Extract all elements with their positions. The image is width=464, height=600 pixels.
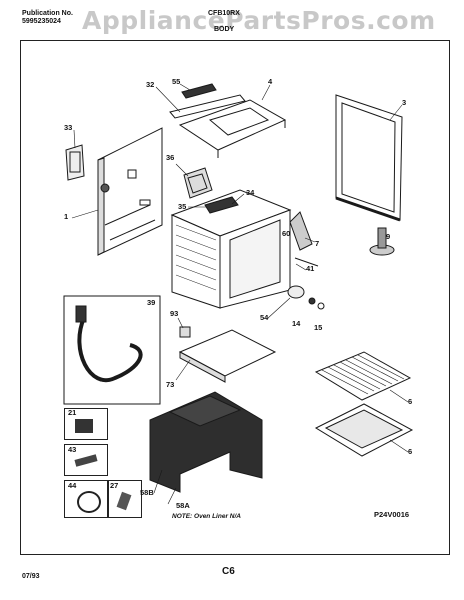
part-label-54: 54 (260, 313, 269, 322)
part-label-73: 73 (166, 380, 175, 389)
oven-rack-part (314, 351, 412, 401)
vent-part (183, 167, 213, 199)
model-number: CFB10RX (208, 10, 240, 17)
door-part (335, 94, 403, 222)
oven-liner-note: NOTE: Oven Liner N/A (172, 513, 241, 520)
leader-lines (71, 83, 409, 505)
part-label-6: 6 (408, 397, 413, 406)
watermark: AppliancePartsPros.com (82, 6, 436, 35)
part-label-55: 55 (172, 77, 181, 86)
footer-page: C6 (222, 566, 235, 577)
part-box-27 (108, 480, 142, 518)
bottom-panel-part (178, 326, 277, 383)
part-label-34: 34 (246, 188, 255, 197)
part-box-44 (64, 480, 108, 518)
part-label-36: 36 (166, 153, 175, 162)
section-title: BODY (214, 26, 235, 33)
part-label-27: 27 (110, 481, 119, 490)
part-label-32: 32 (146, 80, 155, 89)
part-label-21: 21 (68, 408, 77, 417)
footer-date: 07/93 (22, 573, 40, 580)
broiler-pan-part (314, 403, 414, 457)
part-label-15: 15 (314, 323, 323, 332)
part-label-9: 9 (386, 232, 391, 241)
oven-body-part (170, 189, 292, 309)
part-label-60: 60 (282, 229, 291, 238)
part-box-43 (64, 444, 108, 476)
part-label-93: 93 (170, 309, 179, 318)
hinge-bracket-part (289, 211, 319, 267)
publication-label: Publication No. (22, 10, 73, 17)
power-cord-part (77, 317, 143, 383)
part-label-39: 39 (147, 298, 156, 307)
part-label-33: 33 (64, 123, 73, 132)
part-label-7: 7 (315, 239, 320, 248)
leveling-leg-part (369, 227, 395, 256)
part-label-58b: 58B (140, 488, 154, 497)
part-label-44: 44 (68, 481, 77, 490)
part-label-3: 3 (402, 98, 407, 107)
top-panel-part (169, 83, 287, 158)
part-label-1: 1 (64, 212, 69, 221)
bracket-part (65, 144, 85, 181)
part-label-35: 35 (178, 202, 187, 211)
insulation-part (149, 391, 263, 493)
side-panel-part (97, 127, 163, 256)
part-label-6-broiler: 6 (408, 447, 413, 456)
part-label-41: 41 (306, 264, 315, 273)
publication-number: 5995235024 (22, 18, 61, 25)
part-box-21 (64, 408, 108, 440)
part-label-4: 4 (268, 77, 273, 86)
knob-parts (287, 285, 325, 310)
part-label-14: 14 (292, 319, 301, 328)
diagram-code: P24V0016 (374, 510, 410, 519)
diagram-frame (20, 40, 450, 555)
part-label-58a: 58A (176, 501, 190, 510)
part-label-43: 43 (68, 445, 77, 454)
